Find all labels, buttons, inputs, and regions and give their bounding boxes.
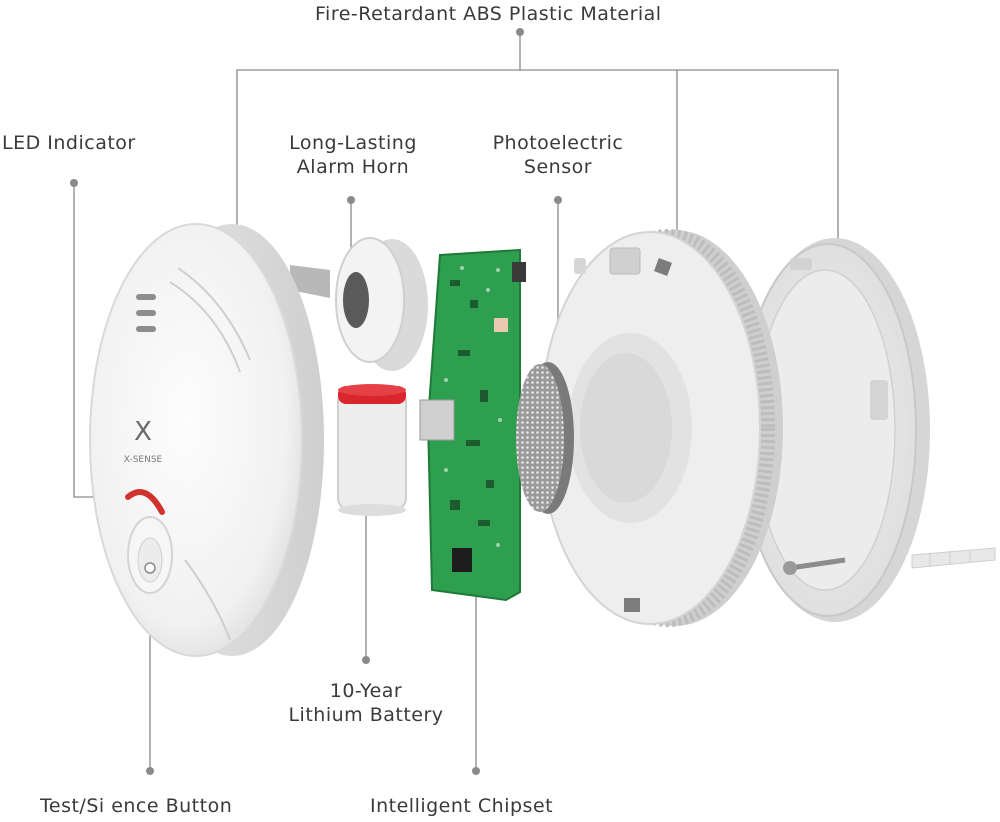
label-sensor-line1: Photoelectric — [492, 132, 624, 154]
brand-logo: X — [134, 417, 152, 447]
label-alarm-horn: Long-Lasting Alarm Horn — [270, 131, 436, 179]
label-intelligent-chipset: Intelligent Chipset — [370, 795, 554, 817]
pcb-board — [419, 248, 574, 602]
label-battery-line2: Lithium Battery — [288, 704, 444, 726]
sensor-chamber-housing — [539, 229, 783, 627]
label-lithium-battery: 10-Year Lithium Battery — [268, 679, 464, 727]
alarm-horn — [335, 237, 428, 371]
label-battery-line1: 10-Year — [329, 680, 403, 702]
front-cover — [89, 223, 330, 657]
wall-anchor — [911, 547, 996, 569]
mounting-base-plate — [739, 238, 996, 622]
label-led-indicator: LED Indicator — [2, 132, 136, 154]
sensor-mesh-cap — [516, 362, 574, 514]
label-photoelectric-sensor: Photoelectric Sensor — [468, 131, 648, 179]
mounting-screw — [783, 557, 846, 575]
label-test-silence-button: Test/Si ence Button — [40, 795, 233, 817]
led-indicator-light — [125, 489, 165, 515]
label-alarm-horn-line1: Long-Lasting — [289, 132, 417, 154]
vent-slots — [136, 294, 156, 332]
label-material: Fire-Retardant ABS Plastic Material — [315, 3, 662, 25]
label-sensor-line2: Sensor — [523, 156, 593, 178]
brand-name: X-SENSE — [124, 455, 163, 465]
lithium-battery — [337, 384, 407, 516]
test-silence-button[interactable] — [127, 516, 173, 594]
label-alarm-horn-line2: Alarm Horn — [296, 156, 410, 178]
